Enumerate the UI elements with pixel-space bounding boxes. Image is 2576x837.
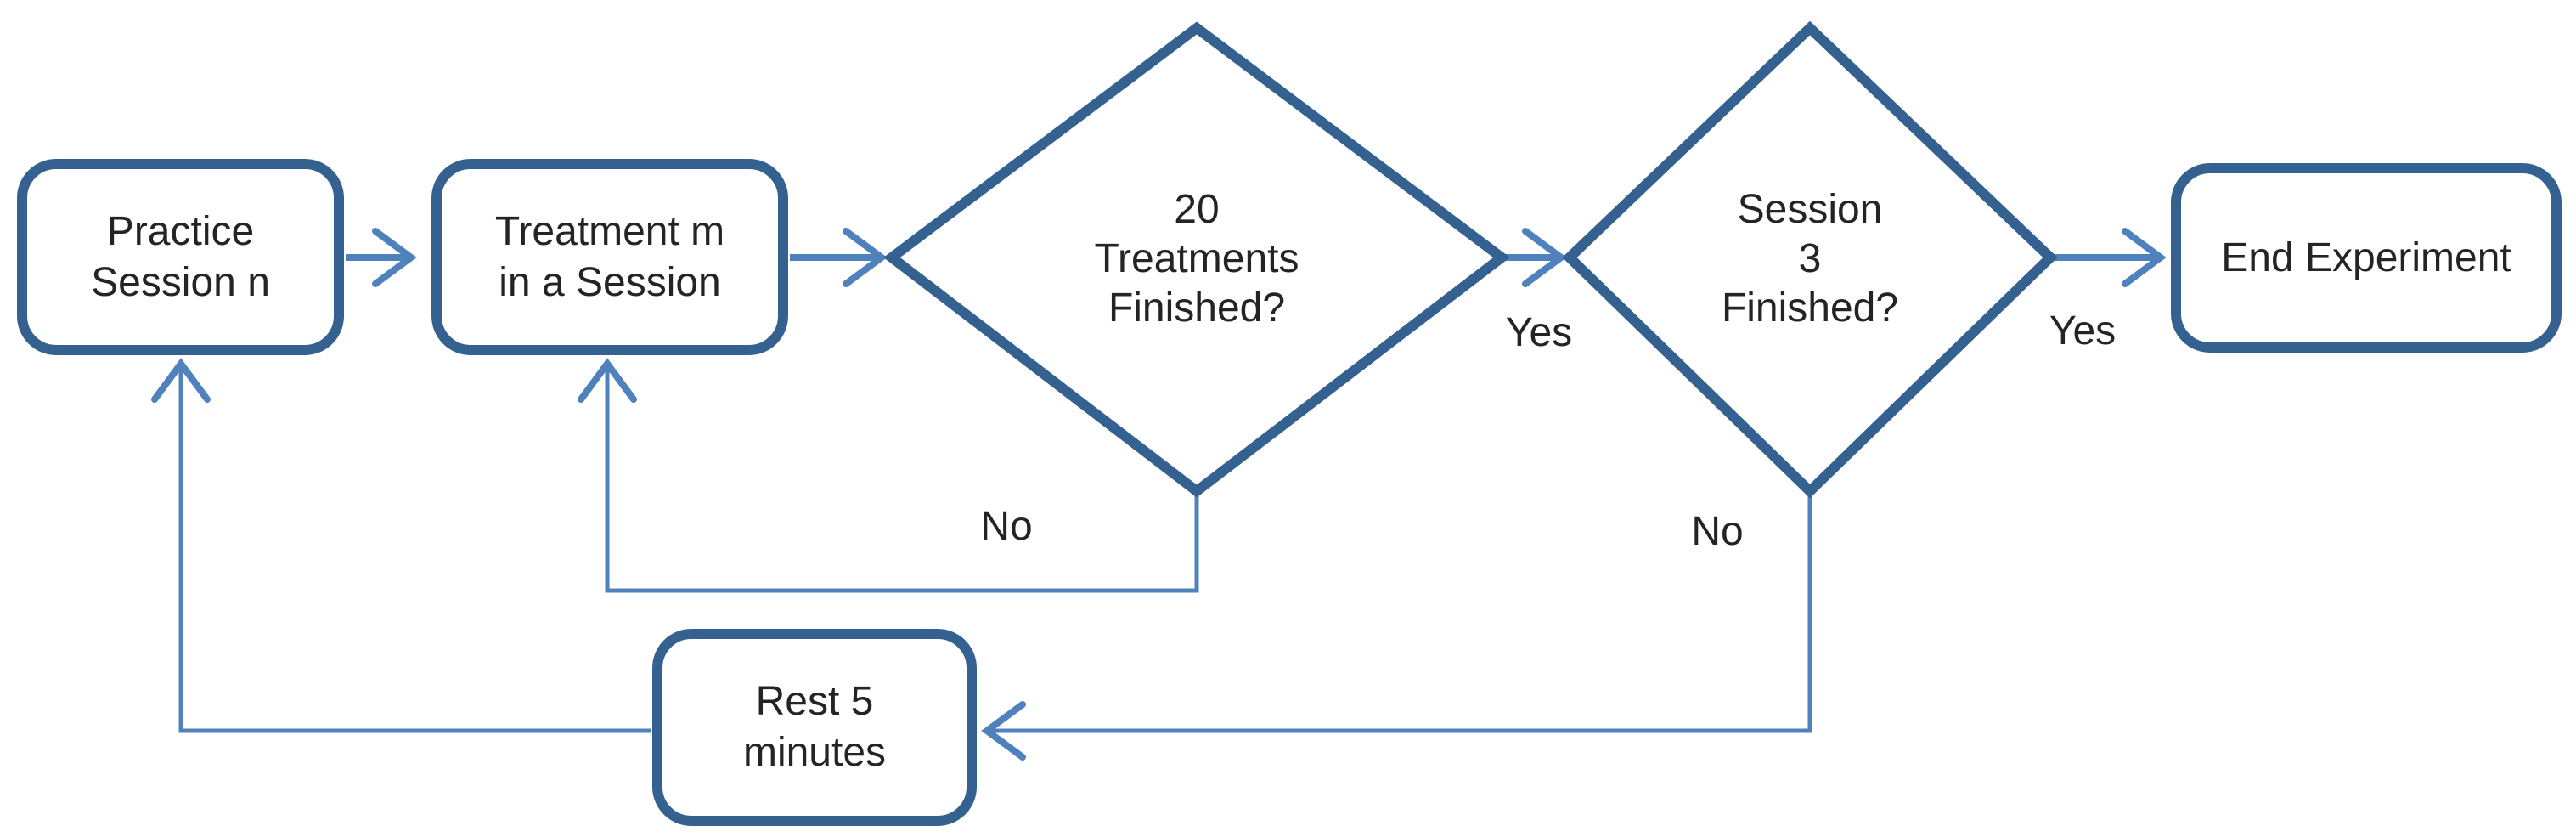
node-treatment-in-session: Treatment m in a Session <box>431 159 788 355</box>
node-practice-session: Practice Session n <box>17 159 344 355</box>
node-rest-5-minutes: Rest 5 minutes <box>652 629 977 826</box>
edge-rest-back-to-practice <box>151 358 651 733</box>
edge-no-20-treatments-back-to-treatment <box>578 358 1199 593</box>
edge-label-no-20-treatments: No <box>980 504 1033 549</box>
node-end-experiment: End Experiment <box>2171 163 2562 353</box>
edge-label-yes-after-session-3: Yes <box>2049 308 2117 353</box>
edge-label-no-session-3: No <box>1691 509 1744 554</box>
decision-diamond-20-treatments-finished <box>883 21 1510 498</box>
edge-label-yes-after-20-treatments: Yes <box>1505 310 1573 355</box>
decision-diamond-session-3-finished <box>1562 20 2058 499</box>
edge-no-session-3-to-rest <box>981 493 1812 761</box>
